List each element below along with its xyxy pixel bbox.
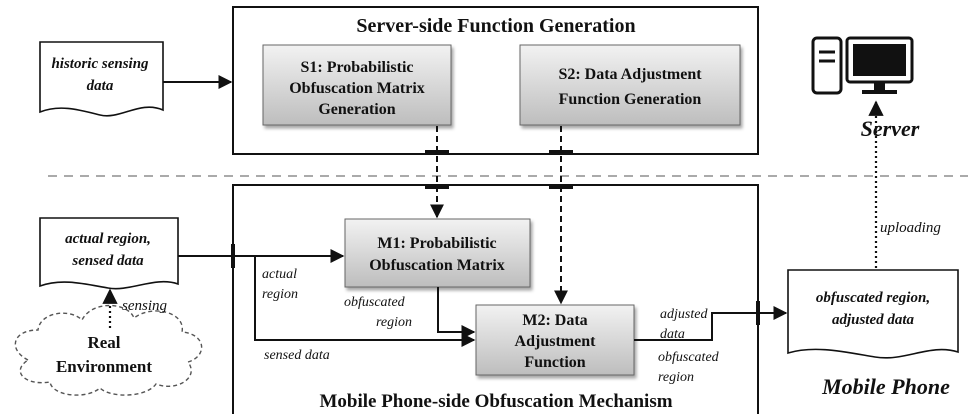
- m2-box: [475, 304, 635, 376]
- environment-line-1: Real: [87, 333, 120, 352]
- historic-data-line-1: historic sensing: [51, 56, 149, 72]
- actual-data-document: [39, 217, 179, 290]
- obfuscated-data-line-2: adjusted data: [832, 312, 915, 328]
- obfuscated-region-label-2-line-2: region: [658, 370, 694, 385]
- sensed-data-label: sensed data: [264, 348, 330, 363]
- s2-boundary-tick-top: [549, 150, 573, 154]
- actual-region-label-2: region: [262, 287, 298, 302]
- desktop-computer-icon: [811, 36, 914, 95]
- m1-line-1: M1: Probabilistic: [377, 235, 496, 252]
- s1-box: [262, 44, 452, 126]
- s2-boundary-tick-bottom: [549, 185, 573, 189]
- mobile-boundary-tick-left: [231, 244, 235, 268]
- historic-data-document: [39, 41, 164, 117]
- s1-boundary-tick-top: [425, 150, 449, 154]
- m2-line-1: M2: Data: [522, 312, 587, 329]
- obfuscated-region-label-1-line-2: region: [376, 315, 412, 330]
- m1-box: [344, 218, 531, 288]
- actual-data-line-1: actual region,: [65, 231, 151, 247]
- mobile-side-title: Mobile Phone-side Obfuscation Mechanism: [319, 391, 672, 412]
- m2-line-2: Adjustment: [515, 333, 597, 350]
- s1-boundary-tick-bottom: [425, 185, 449, 189]
- s2-line-1: S2: Data Adjustment: [558, 66, 702, 83]
- s1-line-1: S1: Probabilistic: [300, 59, 413, 76]
- obfuscated-region-label-1-line-1: obfuscated: [344, 295, 406, 310]
- server-label: Server: [861, 116, 920, 141]
- historic-data-line-2: data: [87, 78, 114, 94]
- m1-line-2: Obfuscation Matrix: [369, 257, 505, 274]
- m1-to-m2-arrow: [437, 287, 476, 339]
- obfuscated-data-line-1: obfuscated region,: [816, 290, 930, 306]
- mobile-phone-label: Mobile Phone: [821, 374, 950, 399]
- m2-line-3: Function: [524, 354, 585, 371]
- server-side-title: Server-side Function Generation: [356, 15, 635, 37]
- mobile-boundary-tick-right: [756, 301, 760, 325]
- adjusted-data-label-1: adjusted: [660, 307, 708, 322]
- sensing-label: sensing: [122, 298, 168, 314]
- s1-line-2: Obfuscation Matrix: [289, 80, 425, 97]
- m2-to-output-arrow: [634, 306, 788, 341]
- obfuscated-region-label-2-line-1: obfuscated: [658, 350, 720, 365]
- uploading-label: uploading: [880, 220, 941, 236]
- sensed-to-m2-arrow: [254, 256, 476, 347]
- actual-region-label-1: actual: [262, 267, 297, 282]
- real-environment-cloud: [14, 304, 203, 396]
- environment-line-2: Environment: [56, 357, 152, 376]
- obfuscated-data-document: [787, 269, 959, 359]
- s2-box: [519, 44, 741, 126]
- actual-data-line-2: sensed data: [71, 253, 144, 269]
- s1-line-3: Generation: [318, 101, 395, 118]
- adjusted-data-label-2: data: [660, 327, 685, 342]
- s2-line-2: Function Generation: [559, 91, 702, 108]
